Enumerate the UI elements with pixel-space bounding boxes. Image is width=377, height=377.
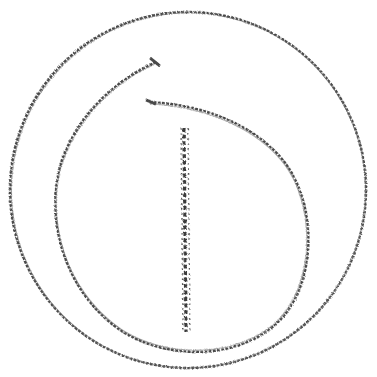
braided-vertical-line-icon [181,128,190,332]
outer-circle-icon [10,12,366,368]
